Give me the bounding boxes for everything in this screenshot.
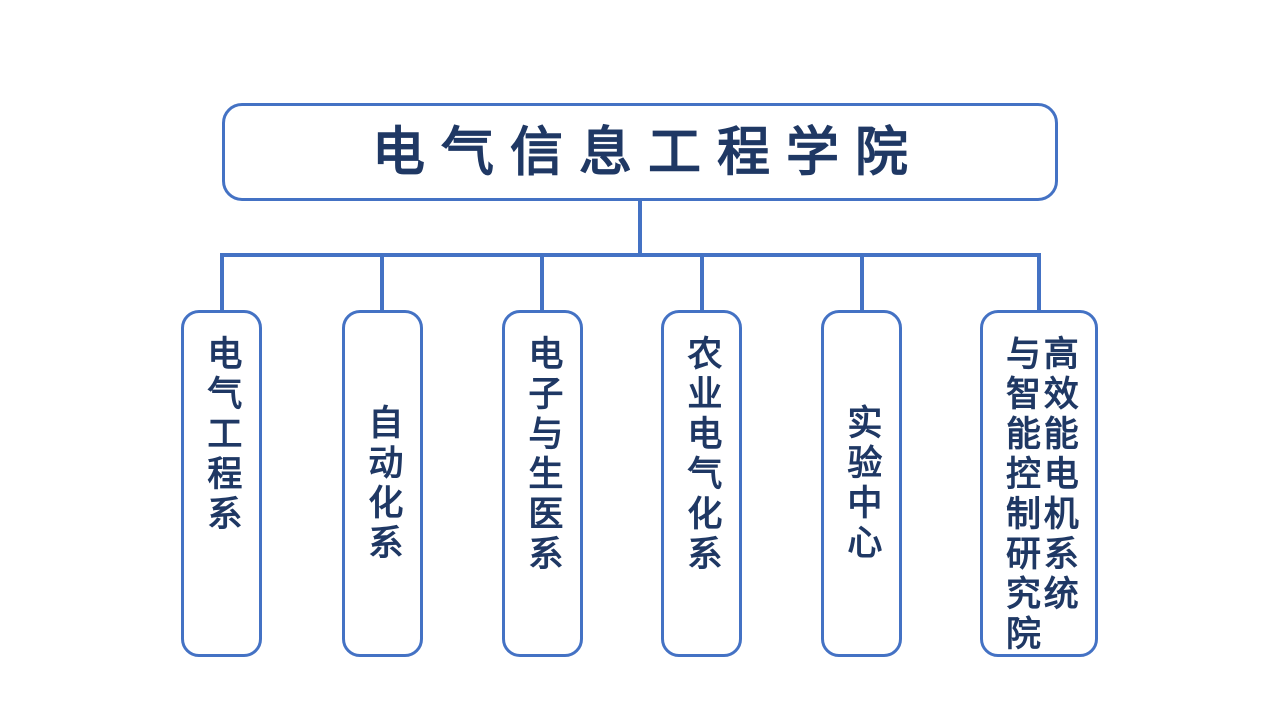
- connector-horizontal-bus: [220, 253, 1041, 257]
- node-label-column: 实验中心: [841, 403, 883, 564]
- node-dept-electrical-engineering[interactable]: 电气工程系: [181, 310, 262, 657]
- root-node-label: 电气信息工程学院: [372, 120, 924, 183]
- node-label-column: 自动化系: [362, 403, 404, 564]
- node-label-column: 农业电气化系: [681, 335, 723, 575]
- node-label-column-secondary: 与智能控制研究院: [1000, 335, 1041, 655]
- root-node-college[interactable]: 电气信息工程学院: [222, 103, 1058, 201]
- connector-drop-2: [380, 255, 384, 312]
- connector-drop-5: [860, 255, 864, 312]
- connector-drop-4: [700, 255, 704, 312]
- node-dept-electronics-biomedical[interactable]: 电子与生医系: [502, 310, 583, 657]
- connector-drop-6: [1037, 255, 1041, 312]
- node-institute-high-efficiency-motor[interactable]: 高效能电机系统 与智能控制研究院: [980, 310, 1098, 657]
- node-label-column: 电子与生医系: [522, 335, 564, 575]
- connector-drop-1: [220, 255, 224, 312]
- node-dept-agricultural-electrification[interactable]: 农业电气化系: [661, 310, 742, 657]
- node-dept-automation[interactable]: 自动化系: [342, 310, 423, 657]
- node-experiment-center[interactable]: 实验中心: [821, 310, 902, 657]
- connector-drop-3: [540, 255, 544, 312]
- connector-root-stem: [638, 200, 642, 257]
- node-label-column: 电气工程系: [201, 335, 243, 535]
- node-label-column: 高效能电机系统: [1037, 335, 1079, 615]
